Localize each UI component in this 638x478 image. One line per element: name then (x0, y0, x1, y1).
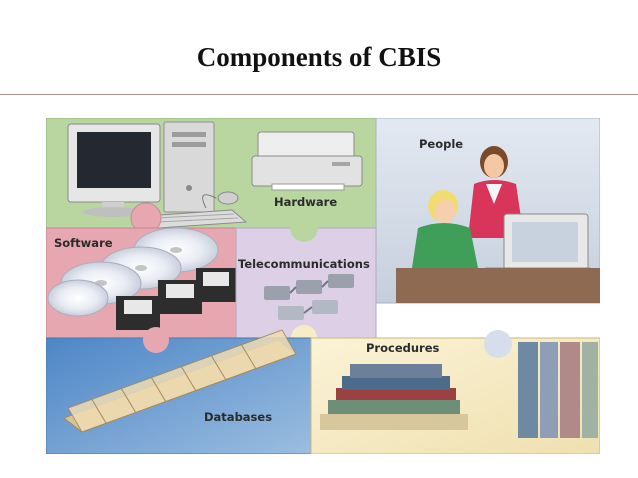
people-piece: People (375, 117, 601, 304)
mouse-icon (202, 191, 239, 209)
title-divider (0, 94, 638, 95)
manual-books-icon (320, 364, 468, 430)
software-label: Software (54, 236, 113, 250)
puzzle-knob (290, 214, 318, 242)
databases-label: Databases (204, 410, 272, 424)
hardware-label: Hardware (274, 195, 337, 209)
desk-surface (396, 268, 600, 303)
cd-discs-icon (47, 227, 219, 317)
network-connectors-icon (264, 274, 354, 320)
floppy-disks-icon (116, 268, 236, 330)
slide-title: Components of CBIS (196, 42, 442, 72)
procedures-piece: Procedures (310, 330, 601, 455)
printer-icon (251, 131, 363, 191)
seated-woman-figure (412, 190, 478, 268)
telecommunications-piece: Telecommunications (235, 214, 377, 351)
people-label: People (419, 137, 463, 151)
software-piece: Software (45, 227, 237, 339)
file-folders-icon (62, 329, 298, 433)
binders-icon (518, 342, 598, 438)
databases-piece: Databases (45, 327, 312, 455)
puzzle-knob (143, 327, 169, 353)
telecommunications-label: Telecommunications (238, 257, 370, 271)
cbis-puzzle-figure: Hardware People (45, 117, 601, 455)
hardware-piece: Hardware (45, 117, 377, 234)
computer-monitor-icon (67, 123, 161, 217)
system-unit-icon (163, 121, 215, 213)
procedures-label: Procedures (366, 341, 440, 355)
puzzle-knob (484, 330, 512, 358)
